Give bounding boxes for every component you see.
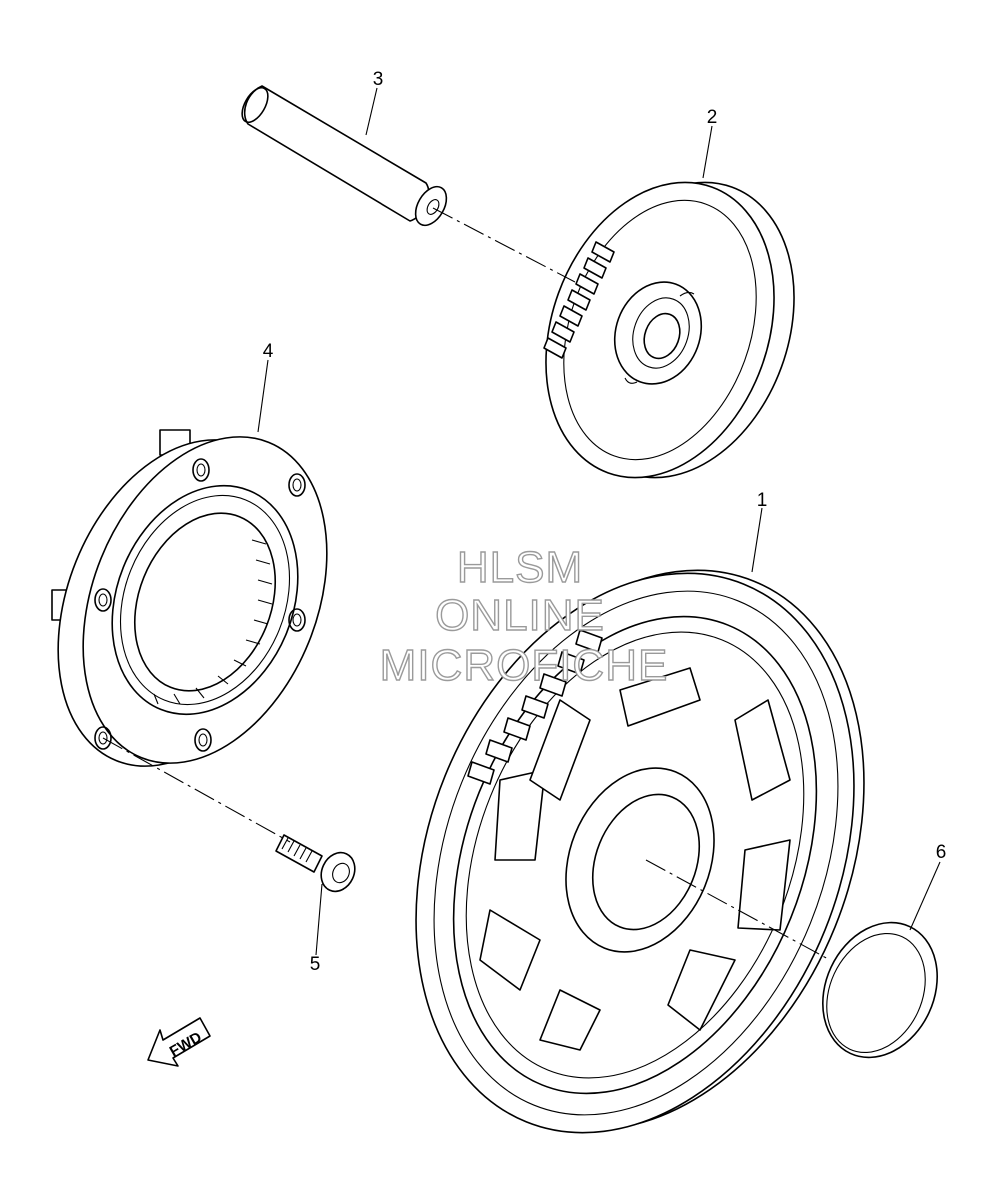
assembly-centerlines: [102, 207, 831, 961]
fwd-arrow-icon: FWD: [147, 1017, 211, 1067]
part-4-starter-clutch: [51, 429, 328, 767]
callout-6: 6: [936, 842, 947, 863]
part-2-driven-gear: [543, 181, 795, 479]
part-3-shaft: [241, 85, 448, 227]
wheel-gear-teeth: [467, 629, 603, 785]
callout-leaders: [257, 87, 941, 956]
mounting-holes: [94, 458, 306, 752]
callout-4: 4: [263, 341, 274, 362]
callout-3: 3: [373, 69, 384, 90]
callout-5: 5: [310, 954, 321, 975]
gear-teeth: [543, 241, 615, 359]
watermark-line-1: HLSM: [457, 543, 583, 592]
callout-2: 2: [707, 107, 718, 128]
clutch-rollers: [153, 539, 273, 705]
watermark-line-2: ONLINE: [435, 591, 605, 640]
callout-labels: 3 2 4 1 5 6: [263, 69, 947, 975]
wheel-windows: [479, 667, 791, 1051]
watermark: HLSM ONLINE MICROFICHE: [379, 542, 669, 690]
part-5-bolt: [275, 834, 356, 893]
callout-1: 1: [757, 490, 768, 511]
watermark-line-3: MICROFICHE: [380, 641, 669, 690]
part-1-wheel-gear: [415, 569, 865, 1134]
part-6-washer: [822, 921, 938, 1059]
